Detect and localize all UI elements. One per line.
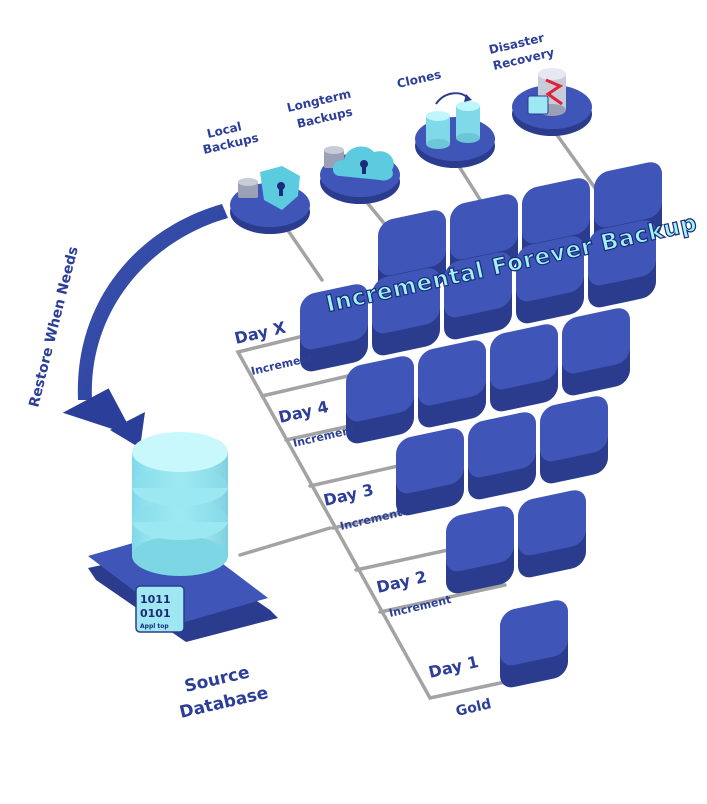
timeline-connectors bbox=[235, 126, 602, 700]
top-row-tile bbox=[522, 178, 590, 266]
chip-line-1: 1011 bbox=[140, 593, 171, 606]
day-tile bbox=[372, 268, 440, 356]
binary-chip: 1011 0101 Appl top bbox=[135, 585, 185, 633]
day-tile bbox=[396, 428, 464, 516]
destination-clones bbox=[415, 92, 495, 168]
branch-day3 bbox=[308, 464, 400, 488]
database-icon bbox=[132, 432, 228, 576]
day-tile bbox=[446, 506, 514, 594]
source-database: 1011 0101 Appl top bbox=[88, 432, 278, 642]
link-disaster bbox=[550, 126, 602, 197]
restore-arrow-head bbox=[62, 388, 134, 437]
branch-day4 bbox=[260, 374, 350, 398]
day-tile bbox=[418, 340, 486, 428]
day-label-2: Day 2 bbox=[375, 567, 429, 597]
shield-lock-icon bbox=[238, 166, 300, 210]
day-tile bbox=[300, 284, 368, 372]
day-label-4: Day 4 bbox=[277, 397, 331, 427]
day-tile bbox=[444, 252, 512, 340]
chip-line-2: 0101 bbox=[140, 607, 171, 620]
cloud-lock-icon bbox=[324, 146, 394, 181]
increment-label-1: Increment bbox=[250, 351, 315, 378]
chip-brand: Appl top bbox=[140, 623, 169, 630]
day-tile bbox=[516, 236, 584, 324]
restore-arrow-body bbox=[77, 204, 228, 400]
day-tile bbox=[346, 356, 414, 444]
branch-day2 bbox=[354, 548, 450, 572]
day-tile bbox=[490, 324, 558, 412]
increment-label-4: Increment bbox=[388, 593, 453, 620]
link-local bbox=[285, 227, 324, 282]
restore-arrow-tip bbox=[110, 412, 145, 448]
branch-day1-top bbox=[378, 583, 507, 614]
dest-clones-line1: Clones bbox=[396, 67, 443, 91]
increment-label-3: Increment bbox=[339, 506, 404, 533]
destination-local bbox=[230, 166, 310, 234]
day-tile bbox=[540, 396, 608, 484]
database-clone-icon bbox=[426, 92, 480, 149]
destination-disaster bbox=[512, 68, 592, 136]
restore-label: Restore When Needs bbox=[26, 245, 81, 409]
top-row-tile bbox=[450, 194, 518, 282]
day-tile bbox=[562, 308, 630, 396]
destination-longterm bbox=[320, 146, 400, 204]
day-label-1: Day 1 bbox=[427, 652, 481, 682]
branch-source bbox=[238, 526, 332, 557]
day-tiles bbox=[300, 162, 662, 688]
day-tile bbox=[588, 220, 656, 308]
increment-label-2: Increment bbox=[292, 423, 357, 450]
restore-arrow bbox=[62, 204, 228, 448]
day-tile bbox=[468, 412, 536, 500]
timeline-spine bbox=[235, 330, 507, 700]
day-tile bbox=[500, 600, 568, 688]
disaster-recovery-icon bbox=[527, 68, 566, 116]
gold-label: Gold bbox=[454, 696, 493, 720]
day-tile bbox=[518, 490, 586, 578]
day-label-3: Day 3 bbox=[322, 480, 376, 510]
